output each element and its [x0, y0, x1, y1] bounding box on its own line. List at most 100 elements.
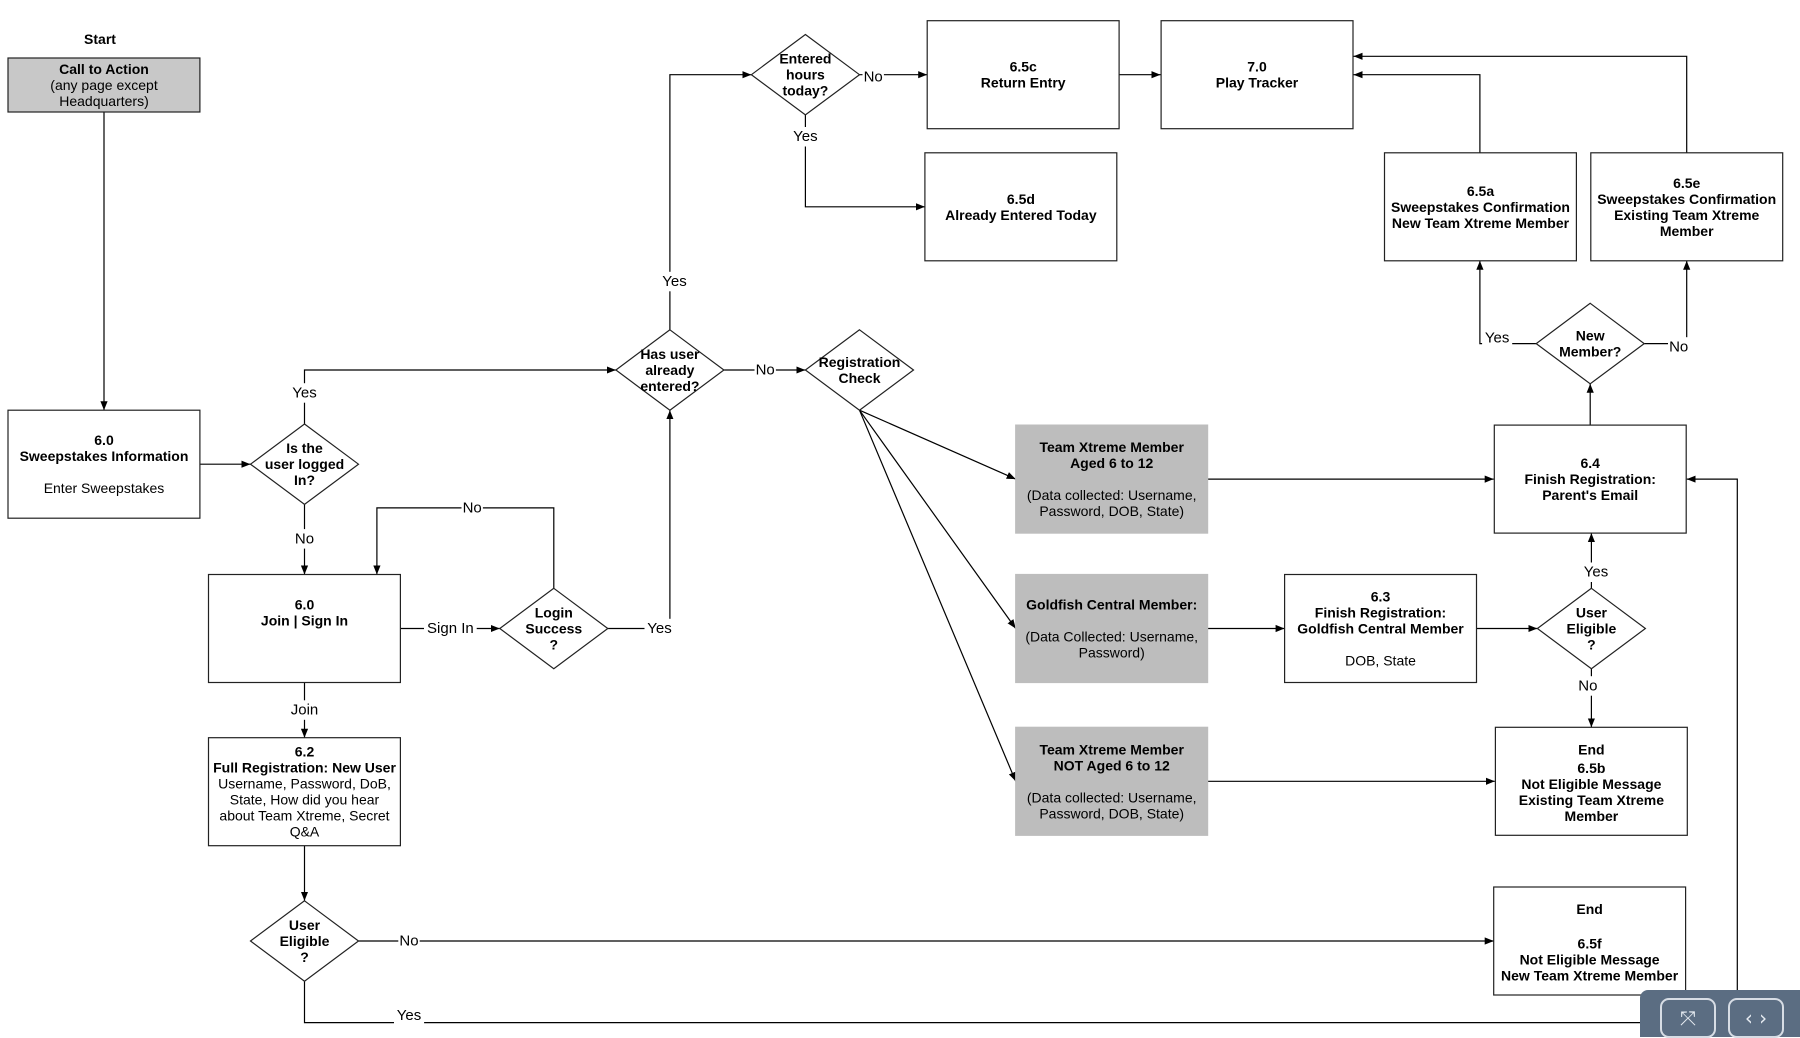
node-text-n65f-0: End [1576, 901, 1602, 917]
node-text-d-hours-1: hours [786, 67, 825, 83]
node-text-n65d-0: 6.5d [1007, 191, 1035, 207]
edge-hours-yes [804, 114, 925, 211]
node-text-n65a-0: 6.5a [1467, 183, 1494, 199]
node-text-n65e-0: 6.5e [1673, 175, 1700, 191]
node-text-d-hours-2: today? [782, 83, 828, 99]
node-text-n63-1: Finish Registration: [1315, 605, 1446, 621]
svg-text:Yes: Yes [647, 620, 671, 637]
node-text-n65b-1: 6.5b [1577, 760, 1605, 776]
edge-label-eligible-right-yes: Yes [1580, 562, 1611, 582]
node-start: Start [84, 31, 116, 47]
node-text-n65e-3: Member [1660, 223, 1714, 239]
node-text-d-logged-2: In? [294, 472, 315, 488]
svg-text:Yes: Yes [397, 1007, 421, 1024]
node-text-n65b-3: Existing Team Xtreme [1519, 792, 1664, 808]
node-text-n65a-2: New Team Xtreme Member [1392, 215, 1570, 231]
fit-view-button[interactable]: ⤧ [1660, 998, 1716, 1038]
edge-label-entered-yes: Yes [659, 271, 690, 292]
node-text-n64-2: Parent's Email [1542, 487, 1638, 503]
node-text-g-tx-not-0: Team Xtreme Member [1039, 741, 1184, 757]
edge-newmember-no [1644, 260, 1691, 345]
node-text-d-entered-1: already [645, 362, 694, 378]
node-text-d-regcheck-1: Check [838, 370, 880, 386]
node-text-n70-1: Play Tracker [1216, 75, 1299, 91]
node-text-n63-0: 6.3 [1371, 589, 1391, 605]
node-text-d-newmember-1: Member? [1559, 344, 1621, 360]
node-text-g-tx-6-12-3: (Data collected: Username, [1027, 487, 1197, 503]
node-text-d-newmember-0: New [1576, 328, 1605, 344]
node-text-n65e-2: Existing Team Xtreme [1614, 207, 1759, 223]
node-text-n60-join-1: Join | Sign In [261, 613, 348, 629]
edge-label-eligible-right-no: No [1577, 676, 1599, 696]
svg-text:No: No [864, 69, 883, 86]
svg-text:Join: Join [291, 702, 319, 719]
edge-label-login-no: No [461, 498, 483, 518]
node-text-n65b-4: Member [1565, 808, 1619, 824]
svg-text:No: No [756, 362, 775, 379]
node-text-n65b-0: End [1578, 741, 1604, 757]
node-text-d-eligible-right-0: User [1576, 605, 1608, 621]
node-text-start-0: Start [84, 31, 116, 47]
node-text-g-goldfish-3: Password) [1079, 645, 1145, 661]
edge-label-join-join: Join [285, 700, 324, 720]
edge-label-newmember-no: No [1668, 337, 1690, 357]
node-text-n62-4: about Team Xtreme, Secret [219, 808, 389, 824]
node-text-d-eligible-left-0: User [289, 917, 321, 933]
node-text-g-tx-not-4: Password, DOB, State) [1039, 805, 1184, 821]
edge-label-hours-no: No [862, 67, 884, 87]
svg-text:No: No [1578, 678, 1597, 695]
node-text-cta-2: Headquarters) [59, 93, 149, 109]
node-text-n63-2: Goldfish Central Member [1297, 621, 1464, 637]
node-text-cta-0: Call to Action [59, 61, 149, 77]
node-text-n60-info-1: Sweepstakes Information [20, 448, 189, 464]
edge-login-no [373, 507, 555, 589]
node-text-n65f-3: Not Eligible Message [1520, 952, 1660, 968]
edge-n65e-n70 [1353, 52, 1688, 153]
node-text-g-tx-6-12-1: Aged 6 to 12 [1070, 455, 1153, 471]
node-text-n65b-2: Not Eligible Message [1521, 776, 1661, 792]
edge-label-newmember-yes: Yes [1482, 328, 1513, 348]
diagram-nav-controls: ⤧ ‹ › [1640, 990, 1800, 1038]
node-text-d-logged-0: Is the [286, 440, 323, 456]
node-text-d-hours-0: Entered [779, 51, 831, 67]
node-text-g-tx-not-1: NOT Aged 6 to 12 [1054, 757, 1170, 773]
svg-text:Sign In: Sign In [427, 620, 474, 637]
node-text-g-tx-6-12-4: Password, DOB, State) [1039, 503, 1184, 519]
pan-view-button[interactable]: ‹ › [1728, 998, 1784, 1038]
svg-text:No: No [463, 499, 482, 516]
node-text-d-eligible-left-2: ? [300, 949, 309, 965]
edge-label-entered-no: No [754, 360, 776, 380]
svg-text:Yes: Yes [292, 385, 316, 402]
edge-entered-yes [669, 71, 752, 330]
edge-n65a-n70 [1353, 71, 1481, 153]
node-text-n62-3: State, How did you hear [230, 792, 380, 808]
node-text-d-login-2: ? [550, 637, 559, 653]
svg-text:Yes: Yes [662, 273, 686, 290]
edge-login-yes [607, 410, 674, 630]
node-text-d-regcheck-0: Registration [819, 354, 901, 370]
node-text-g-goldfish-2: (Data Collected: Username, [1025, 629, 1198, 645]
node-text-n65a-1: Sweepstakes Confirmation [1391, 199, 1570, 215]
node-text-n65f-4: New Team Xtreme Member [1501, 968, 1679, 984]
node-text-d-eligible-right-2: ? [1587, 637, 1596, 653]
node-text-d-entered-2: entered? [640, 378, 699, 394]
node-text-n60-info-0: 6.0 [94, 432, 114, 448]
node-text-n65c-0: 6.5c [1010, 59, 1037, 75]
edge-reg-tx [859, 409, 1016, 480]
node-text-n62-5: Q&A [290, 824, 320, 840]
svg-text:Yes: Yes [1584, 564, 1608, 581]
node-text-n65e-1: Sweepstakes Confirmation [1597, 191, 1776, 207]
node-text-n65c-1: Return Entry [981, 75, 1066, 91]
